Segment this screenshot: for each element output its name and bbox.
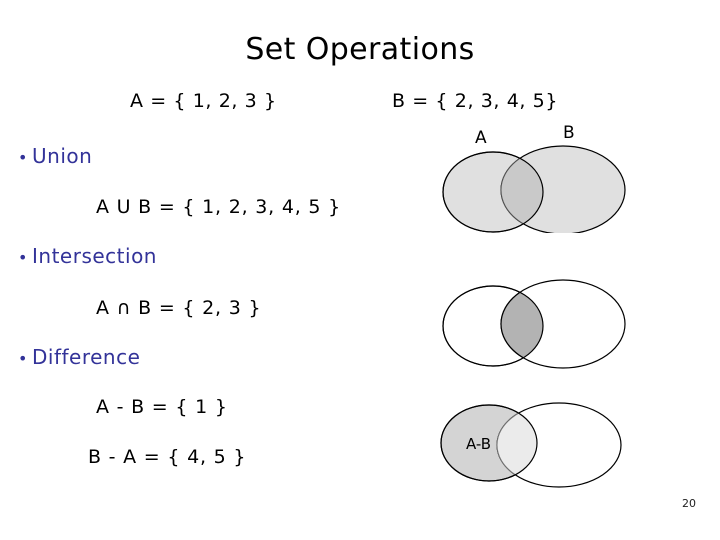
venn-overlap-region: [500, 286, 543, 366]
bullet-label-union: Union: [32, 144, 93, 168]
equation-difference-b-minus-a: B - A = { 4, 5 }: [88, 446, 247, 468]
venn-label-b: B: [563, 123, 575, 143]
venn-diagram-intersection: [442, 279, 626, 369]
venn-diagram-difference: A-B: [440, 402, 622, 488]
venn-label-a: A: [475, 128, 487, 148]
set-a-definition: A = { 1, 2, 3 }: [130, 90, 277, 112]
venn-label-a-minus-b: A-B: [466, 435, 491, 453]
equation-difference-a-minus-b: A - B = { 1 }: [96, 396, 228, 418]
page-number: 20: [682, 497, 696, 510]
bullet-label-difference: Difference: [32, 345, 141, 369]
bullet-label-intersection: Intersection: [32, 244, 157, 268]
set-b-definition: B = { 2, 3, 4, 5}: [392, 90, 559, 112]
bullet-item-intersection: • Intersection: [18, 244, 157, 268]
venn-circle-a-outline: [442, 285, 544, 367]
bullet-dot-icon: •: [18, 148, 28, 167]
bullet-dot-icon: •: [18, 349, 28, 368]
equation-intersection: A ∩ B = { 2, 3 }: [96, 297, 262, 319]
bullet-dot-icon: •: [18, 248, 28, 267]
venn-overlap-region: [500, 152, 543, 232]
venn-circle-a-outline: [440, 404, 538, 482]
bullet-item-union: • Union: [18, 144, 92, 168]
page-title: Set Operations: [245, 32, 475, 67]
bullet-item-difference: • Difference: [18, 345, 140, 369]
venn-circle-a-outline: [442, 151, 544, 233]
venn-diagram-union: [442, 145, 626, 233]
equation-union: A U B = { 1, 2, 3, 4, 5 }: [96, 196, 342, 218]
